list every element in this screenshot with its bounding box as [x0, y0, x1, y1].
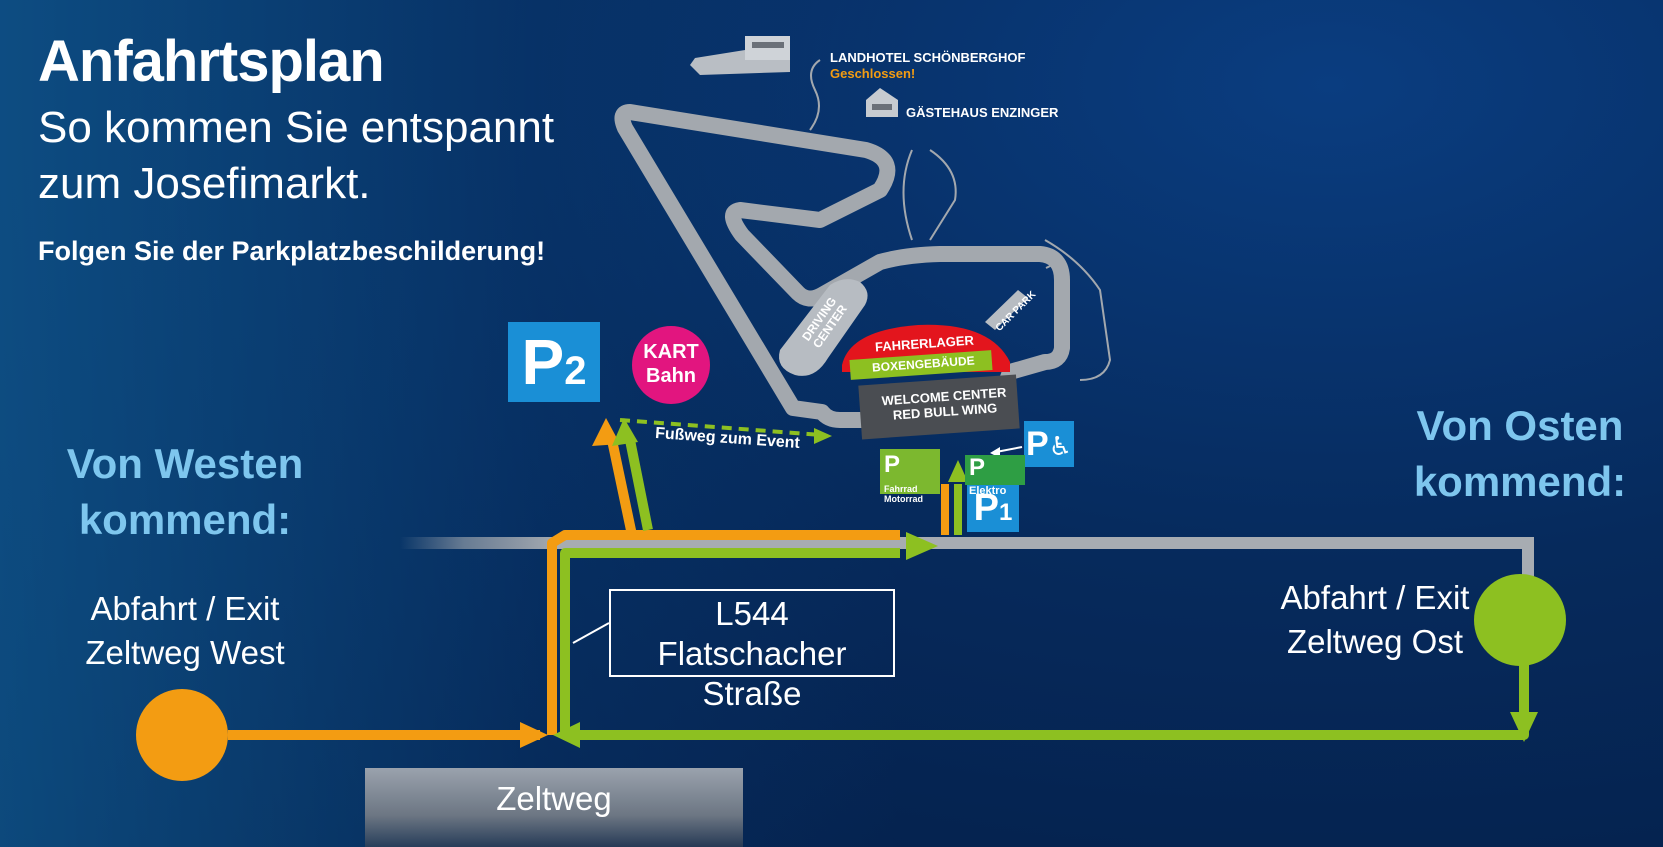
- footpath-arrowhead: [814, 428, 832, 444]
- wheelchair-icon: ♿: [1048, 431, 1072, 461]
- access-road-east: [1044, 239, 1112, 381]
- race-track: [614, 104, 1070, 428]
- parking-electric-sign: PElektro: [965, 455, 1025, 496]
- welcome-center-area: [858, 374, 1020, 440]
- l544-pointer: [572, 622, 610, 644]
- disabled-arrow: [995, 446, 1023, 453]
- access-road: [929, 149, 957, 241]
- access-road-small: [1045, 254, 1056, 269]
- gaestehaus-label: GÄSTEHAUS ENZINGER: [906, 105, 1059, 120]
- page-title: Anfahrtsplan: [38, 29, 385, 94]
- zeltweg-road-label: Zeltweg: [365, 768, 743, 847]
- landhotel-status: Geschlossen!: [830, 66, 916, 81]
- exit-west-label: Abfahrt / Exit Zeltweg West: [85, 590, 285, 671]
- boxengebaeude-area: [849, 350, 993, 380]
- access-road-inner: [902, 149, 913, 241]
- main-road: [555, 537, 1534, 580]
- l544-road-label: L544 Flatschacher Straße: [609, 589, 895, 712]
- driving-center-area: [779, 279, 868, 376]
- landhotel-building-icon: [690, 36, 790, 75]
- exit-east-label: Abfahrt / Exit Zeltweg Ost: [1280, 579, 1470, 660]
- page-subtitle: So kommen Sie entspannt zum Josefimarkt.: [38, 103, 555, 208]
- route-east: [553, 418, 1538, 748]
- exit-west-marker: [136, 689, 228, 781]
- car-park-area: [985, 290, 1028, 330]
- road-fade: [400, 537, 560, 549]
- direction-west-heading: Von Westen kommend:: [66, 440, 304, 543]
- parking-disabled-sign: P♿: [1024, 421, 1074, 467]
- direction-east-heading: Von Osten kommend:: [1413, 402, 1627, 505]
- gaestehaus-building-icon: [866, 88, 898, 117]
- route-west: [228, 418, 949, 748]
- parking-hint: Folgen Sie der Parkplatzbeschilderung!: [38, 236, 546, 266]
- kart-bahn-badge: KART Bahn: [632, 326, 710, 404]
- landhotel-label: LANDHOTEL SCHÖNBERGHOF: [830, 50, 1026, 65]
- access-road-hotel: [809, 59, 821, 131]
- exit-east-marker: [1474, 574, 1566, 666]
